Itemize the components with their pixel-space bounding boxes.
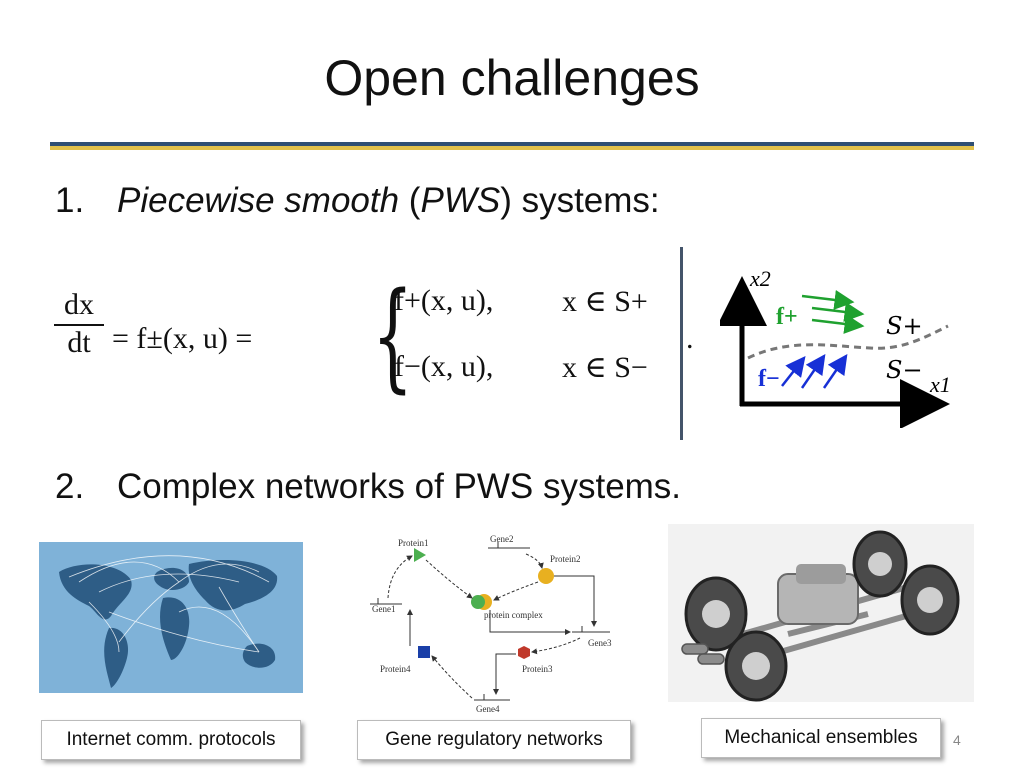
caption-gene: Gene regulatory networks (357, 720, 631, 760)
edge-complex-gene3 (489, 610, 571, 635)
f-minus-arrow-1 (781, 356, 806, 387)
f-plus-arrow-1 (801, 289, 855, 310)
car-chassis-image (668, 524, 974, 702)
title-rule-gold (50, 146, 974, 150)
protein3-node (518, 646, 530, 659)
list-item-1-number: 1. (55, 181, 85, 220)
vertical-divider (680, 247, 683, 440)
label-protein3: Protein3 (522, 664, 553, 674)
pws-phase-sketch: x2 x1 f+ f− S+ S− (720, 266, 951, 428)
list-item-1-italic: Piecewise smooth (117, 181, 400, 220)
world-network-map-image (39, 542, 303, 693)
list-item-1-paren: ( (399, 181, 421, 220)
gene-network-diagram: Protein1 Gene2 Protein2 Gene1 protein co… (370, 534, 612, 714)
edge-protein3-gene4 (493, 653, 516, 695)
title-rule-blue (50, 142, 974, 146)
caption-mechanical: Mechanical ensembles (701, 718, 941, 758)
list-item-1-abbr: PWS (420, 181, 501, 220)
equation-case-2: f−(x, u), (394, 350, 494, 383)
label-protein2: Protein2 (550, 554, 581, 564)
protein1-node (414, 548, 426, 562)
edge-protein2-complex (493, 581, 539, 601)
fraction-numerator: dx (54, 288, 104, 326)
slide-title: Open challenges (324, 50, 700, 106)
engine-block (777, 564, 859, 625)
edge-gene2-protein2 (525, 553, 544, 569)
label-protein-complex: protein complex (484, 610, 543, 620)
axis-x-label: x1 (929, 372, 951, 397)
f-minus-arrow-2 (800, 353, 826, 389)
world-map-drawing (39, 542, 303, 693)
equation-middle: = f±(x, u) = (112, 322, 253, 355)
label-gene3: Gene3 (588, 638, 612, 648)
list-item-2-number: 2. (55, 467, 85, 506)
switching-surface (747, 324, 949, 360)
complex-node-green (471, 595, 485, 609)
protein4-node (418, 646, 430, 658)
edge-gene1-protein1 (387, 555, 413, 599)
equation-condition-1: x ∈ S+ (562, 285, 648, 318)
label-protein1: Protein1 (398, 538, 429, 548)
exhaust-pipes (681, 643, 725, 665)
label-protein4: Protein4 (380, 664, 411, 674)
equation-period: . (686, 322, 694, 355)
page-number: 4 (953, 732, 961, 748)
list-item-2: 2. Complex networks of PWS systems. (55, 466, 681, 508)
equation-case-1: f+(x, u), (394, 284, 494, 317)
pws-equation: dx dt = f±(x, u) = { f+(x, u), f−(x, u),… (54, 266, 694, 410)
label-gene2: Gene2 (490, 534, 514, 544)
edge-protein2-gene3 (554, 575, 597, 627)
gene4-line (474, 694, 510, 701)
gene3-line (572, 626, 610, 633)
protein2-node (538, 568, 554, 584)
f-minus-arrow-3 (822, 353, 848, 389)
caption-internet: Internet comm. protocols (41, 720, 301, 760)
f-plus-label: f+ (776, 304, 798, 330)
s-minus-label: S− (886, 356, 923, 384)
f-plus-arrow-2 (811, 301, 865, 322)
list-item-1-rest: ) systems: (500, 181, 660, 220)
gene1-line (370, 598, 402, 605)
edge-gene3-protein3 (531, 637, 581, 655)
s-plus-label: S+ (886, 312, 923, 340)
edge-gene4-protein4 (431, 655, 473, 699)
derivative-fraction: dx dt (54, 288, 104, 360)
fraction-denominator: dt (67, 326, 91, 359)
label-gene1: Gene1 (372, 604, 396, 614)
label-gene4: Gene4 (476, 704, 500, 714)
equation-condition-2: x ∈ S− (562, 351, 648, 384)
f-minus-label: f− (758, 366, 780, 392)
list-item-2-text: Complex networks of PWS systems. (117, 467, 682, 506)
cases-brace: { (372, 266, 414, 404)
f-plus-arrow-3 (811, 313, 865, 334)
axis-y-label: x2 (749, 266, 771, 291)
list-item-1: 1. Piecewise smooth (PWS) systems: (55, 180, 660, 222)
edge-protein1-complex (425, 559, 473, 599)
gene2-line (488, 542, 530, 549)
